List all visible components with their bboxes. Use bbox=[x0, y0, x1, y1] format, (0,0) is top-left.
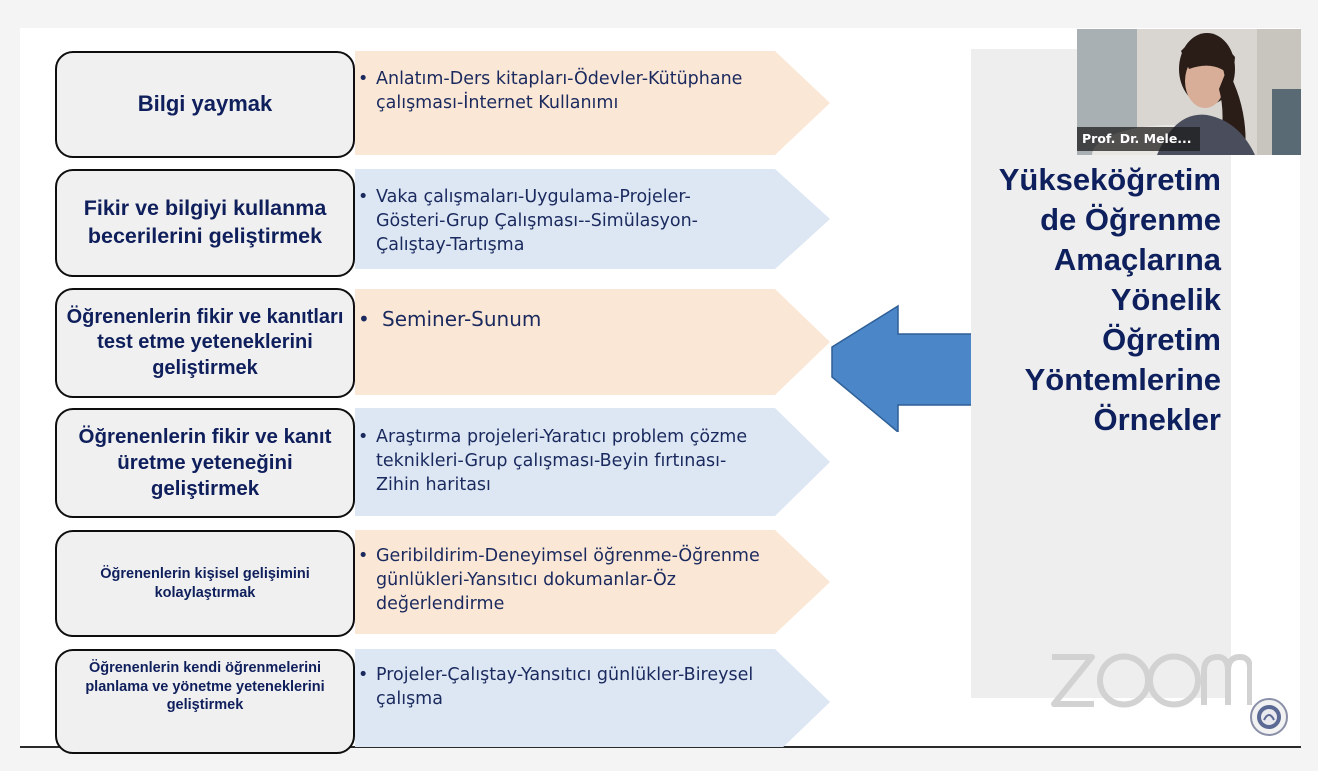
goal-text: Öğrenenlerin fikir ve kanıtları test etm… bbox=[66, 305, 344, 379]
methods-text: Araştırma projeleri-Yaratıcı problem çöz… bbox=[376, 427, 748, 496]
goal-text: Öğrenenlerin fikir ve kanıt üretme yeten… bbox=[78, 424, 332, 501]
methods-text: Geribildirim-Deneyimsel öğrenme-Öğrenme … bbox=[376, 546, 760, 615]
big-left-arrow bbox=[810, 282, 980, 436]
arrow-shape-5 bbox=[355, 530, 830, 634]
big-arrow-shape bbox=[831, 304, 978, 434]
slide-title: Yükseköğretim de Öğrenme Amaçlarına Yöne… bbox=[971, 160, 1221, 440]
bullet-dot: • bbox=[358, 665, 369, 685]
row-arrow bbox=[355, 528, 835, 636]
methods-text: Vaka çalışmaları-Uygulama-Projeler-Göste… bbox=[376, 187, 698, 256]
methods-list: • Geribildirim-Deneyimsel öğrenme-Öğrenm… bbox=[358, 544, 778, 616]
bullet-dot: • bbox=[358, 546, 369, 566]
title-line: Öğretim bbox=[1102, 322, 1221, 357]
arrow-shape-6 bbox=[355, 649, 830, 747]
goal-box: Öğrenenlerin fikir ve kanıt üretme yeten… bbox=[55, 408, 355, 518]
row-arrow bbox=[355, 47, 835, 159]
title-line: Yöntemlerine bbox=[1024, 362, 1221, 397]
methods-list: • Projeler-Çalıştay-Yansıtıcı günlükler-… bbox=[358, 663, 768, 711]
methods-text: Projeler-Çalıştay-Yansıtıcı günlükler-Bi… bbox=[376, 665, 754, 710]
arrow-shape-2 bbox=[355, 169, 830, 269]
university-seal-icon bbox=[1250, 698, 1288, 736]
methods-list: • Seminer-Sunum bbox=[358, 306, 738, 334]
bullet-dot: • bbox=[358, 187, 369, 207]
goal-box: Öğrenenlerin kişisel gelişimini kolaylaş… bbox=[55, 530, 355, 637]
zoom-watermark-logo bbox=[1046, 649, 1254, 712]
bullet-dot: • bbox=[358, 69, 369, 89]
methods-text: Anlatım-Ders kitapları-Ödevler-Kütüphane… bbox=[376, 69, 743, 114]
goal-box: Fikir ve bilgiyi kullanma becerilerini g… bbox=[55, 169, 355, 277]
arrow-shape-4 bbox=[355, 408, 830, 516]
methods-text: Seminer-Sunum bbox=[382, 307, 542, 331]
title-line: Yükseköğretim bbox=[998, 162, 1221, 197]
title-line: Örnekler bbox=[1093, 402, 1221, 437]
goal-box: Bilgi yaymak bbox=[55, 51, 355, 158]
goal-box: Öğrenenlerin kendi öğrenmelerini planlam… bbox=[55, 649, 355, 754]
row-arrow bbox=[355, 406, 835, 518]
methods-list: • Vaka çalışmaları-Uygulama-Projeler-Gös… bbox=[358, 185, 748, 257]
title-line: Yönelik bbox=[1110, 282, 1221, 317]
goal-box: Öğrenenlerin fikir ve kanıtları test etm… bbox=[55, 288, 355, 398]
title-line: Amaçlarına bbox=[1053, 242, 1221, 277]
title-panel bbox=[971, 49, 1231, 698]
methods-list: • Anlatım-Ders kitapları-Ödevler-Kütüpha… bbox=[358, 67, 778, 115]
slide-bottom-border bbox=[20, 746, 1301, 748]
participant-name-label: Prof. Dr. Mele... bbox=[1077, 127, 1200, 151]
arrow-shape-3 bbox=[355, 289, 830, 395]
row-arrow bbox=[355, 167, 835, 271]
goal-text: Fikir ve bilgiyi kullanma becerilerini g… bbox=[83, 196, 327, 248]
bullet-dot: • bbox=[358, 307, 370, 331]
methods-list: • Araştırma projeleri-Yaratıcı problem ç… bbox=[358, 425, 758, 497]
arrow-shape-1 bbox=[355, 51, 830, 155]
goal-text: Öğrenenlerin kendi öğrenmelerini planlam… bbox=[85, 660, 325, 714]
row-arrow bbox=[355, 647, 835, 747]
goal-text: Öğrenenlerin kişisel gelişimini kolaylaş… bbox=[100, 565, 310, 601]
goal-text: Bilgi yaymak bbox=[137, 91, 273, 117]
title-line: de Öğrenme bbox=[1040, 202, 1221, 237]
row-arrow bbox=[355, 287, 835, 397]
bullet-dot: • bbox=[358, 427, 369, 447]
